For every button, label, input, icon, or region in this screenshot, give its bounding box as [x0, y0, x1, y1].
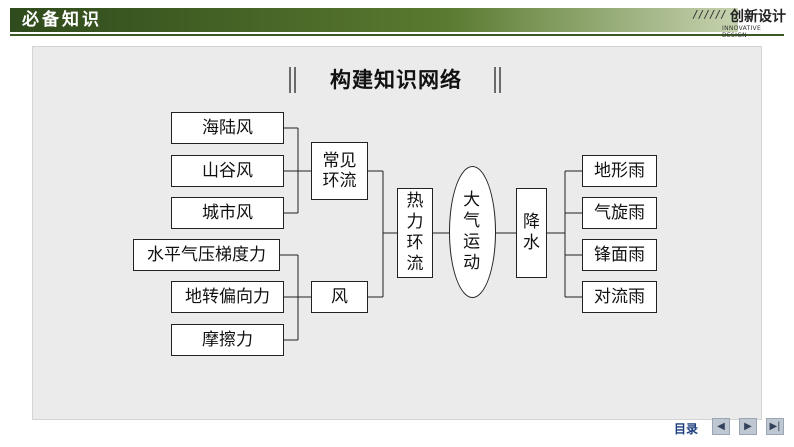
precipitation-label: 降水	[523, 211, 540, 253]
node-cyclonic-rain: 气旋雨	[582, 197, 657, 229]
thermal-circulation-label: 热力环流	[406, 190, 424, 275]
contents-link[interactable]: 目录	[674, 422, 699, 436]
end-arrow-icon: ▶|	[769, 421, 781, 432]
last-page-button[interactable]: ▶|	[766, 418, 784, 435]
node-coriolis-force: 地转偏向力	[171, 281, 284, 313]
brand-stripes: //////	[692, 8, 727, 21]
title-bars-right	[494, 67, 502, 93]
brand-logo: ////// 创新设计 INNOVATIVE DESIGN	[692, 4, 788, 39]
node-valley-breeze: 山谷风	[171, 155, 284, 187]
diagram-title: 构建知识网络	[330, 67, 462, 92]
common-circulation-label: 常见环流	[322, 150, 357, 191]
next-page-button[interactable]: ▶	[739, 418, 757, 435]
prev-page-button[interactable]: ◀	[712, 418, 730, 435]
node-sea-land-breeze: 海陆风	[171, 112, 284, 144]
atmospheric-motion-label: 大气运动	[463, 189, 481, 274]
node-common-circulation: 常见环流	[311, 142, 368, 200]
node-friction-force: 摩擦力	[171, 324, 284, 356]
next-arrow-icon: ▶	[744, 421, 752, 432]
content-panel	[32, 46, 762, 420]
section-title: 必备知识	[22, 10, 102, 30]
node-atmospheric-motion: 大气运动	[449, 166, 496, 298]
header-bar	[10, 8, 738, 32]
node-precipitation: 降水	[516, 188, 547, 278]
node-thermal-circulation: 热力环流	[397, 188, 433, 278]
node-convective-rain: 对流雨	[582, 281, 657, 313]
node-pressure-gradient-force: 水平气压梯度力	[133, 239, 280, 271]
page-header: 必备知识 ////// 创新设计 INNOVATIVE DESIGN	[0, 0, 794, 39]
title-bars-left	[289, 67, 297, 93]
brand-subtitle: INNOVATIVE DESIGN	[722, 25, 762, 39]
prev-arrow-icon: ◀	[717, 421, 725, 432]
header-divider	[10, 34, 784, 36]
node-orographic-rain: 地形雨	[582, 155, 657, 187]
node-urban-wind: 城市风	[171, 197, 284, 229]
brand-title: 创新设计	[730, 9, 786, 25]
node-frontal-rain: 锋面雨	[582, 239, 657, 271]
node-wind: 风	[311, 281, 368, 313]
